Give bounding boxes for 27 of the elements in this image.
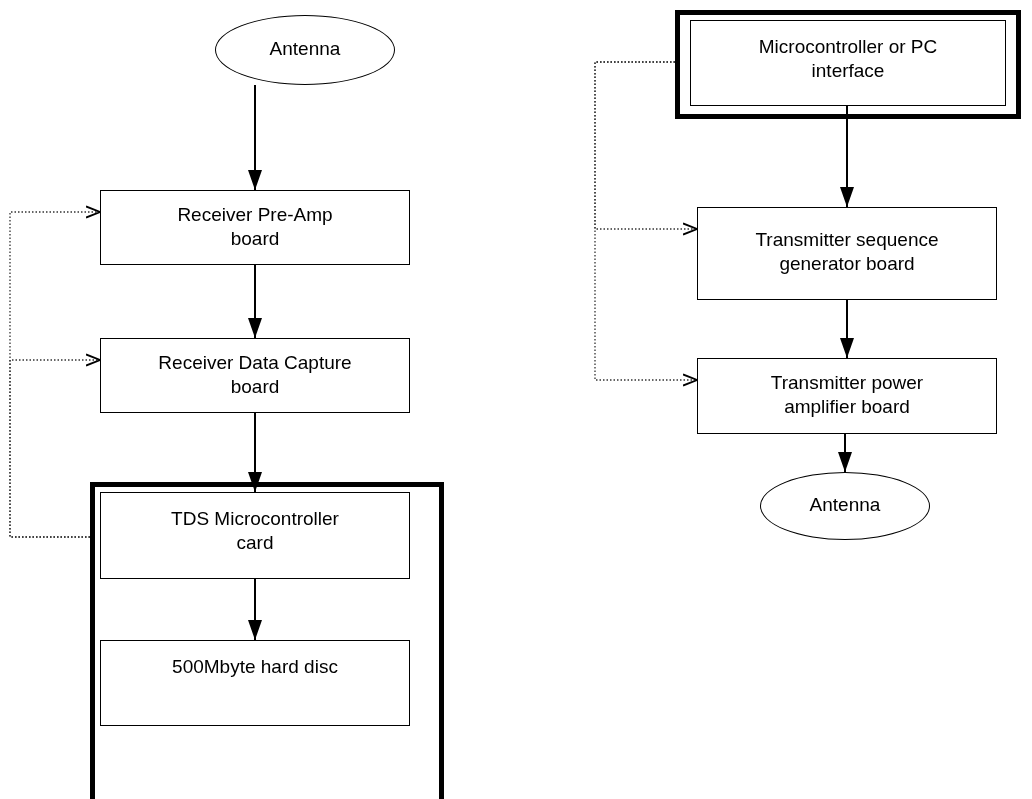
- process-box: [100, 338, 410, 413]
- node-label: 500Mbyte hard disc: [171, 655, 339, 679]
- enclosure-box: [90, 482, 444, 799]
- arrow: [838, 433, 852, 473]
- arrow: [248, 578, 262, 641]
- node-label: Antenna: [268, 37, 342, 61]
- process-box: [100, 190, 410, 265]
- node-label: TDS Microcontroller card: [170, 507, 340, 555]
- arrow: [248, 412, 262, 493]
- node-label: Antenna: [808, 493, 882, 517]
- process-box: [100, 492, 410, 579]
- dotted-arrow: [9, 353, 101, 538]
- node-label: Receiver Pre-Amp board: [176, 203, 334, 251]
- arrow: [248, 264, 262, 339]
- arrow: [248, 84, 262, 191]
- process-box: [690, 20, 1006, 106]
- node-label: Transmitter sequence generator board: [754, 228, 940, 276]
- node-label: Microcontroller or PC interface: [758, 35, 938, 83]
- node-label: Transmitter power amplifier board: [769, 371, 925, 419]
- process-box: [697, 358, 997, 434]
- node-label: Receiver Data Capture board: [157, 351, 353, 399]
- arrow: [840, 105, 854, 208]
- enclosure-box: [675, 10, 1021, 119]
- dotted-arrow: [594, 61, 698, 387]
- arrow: [840, 299, 854, 359]
- process-box: [100, 640, 410, 726]
- process-box: [697, 207, 997, 300]
